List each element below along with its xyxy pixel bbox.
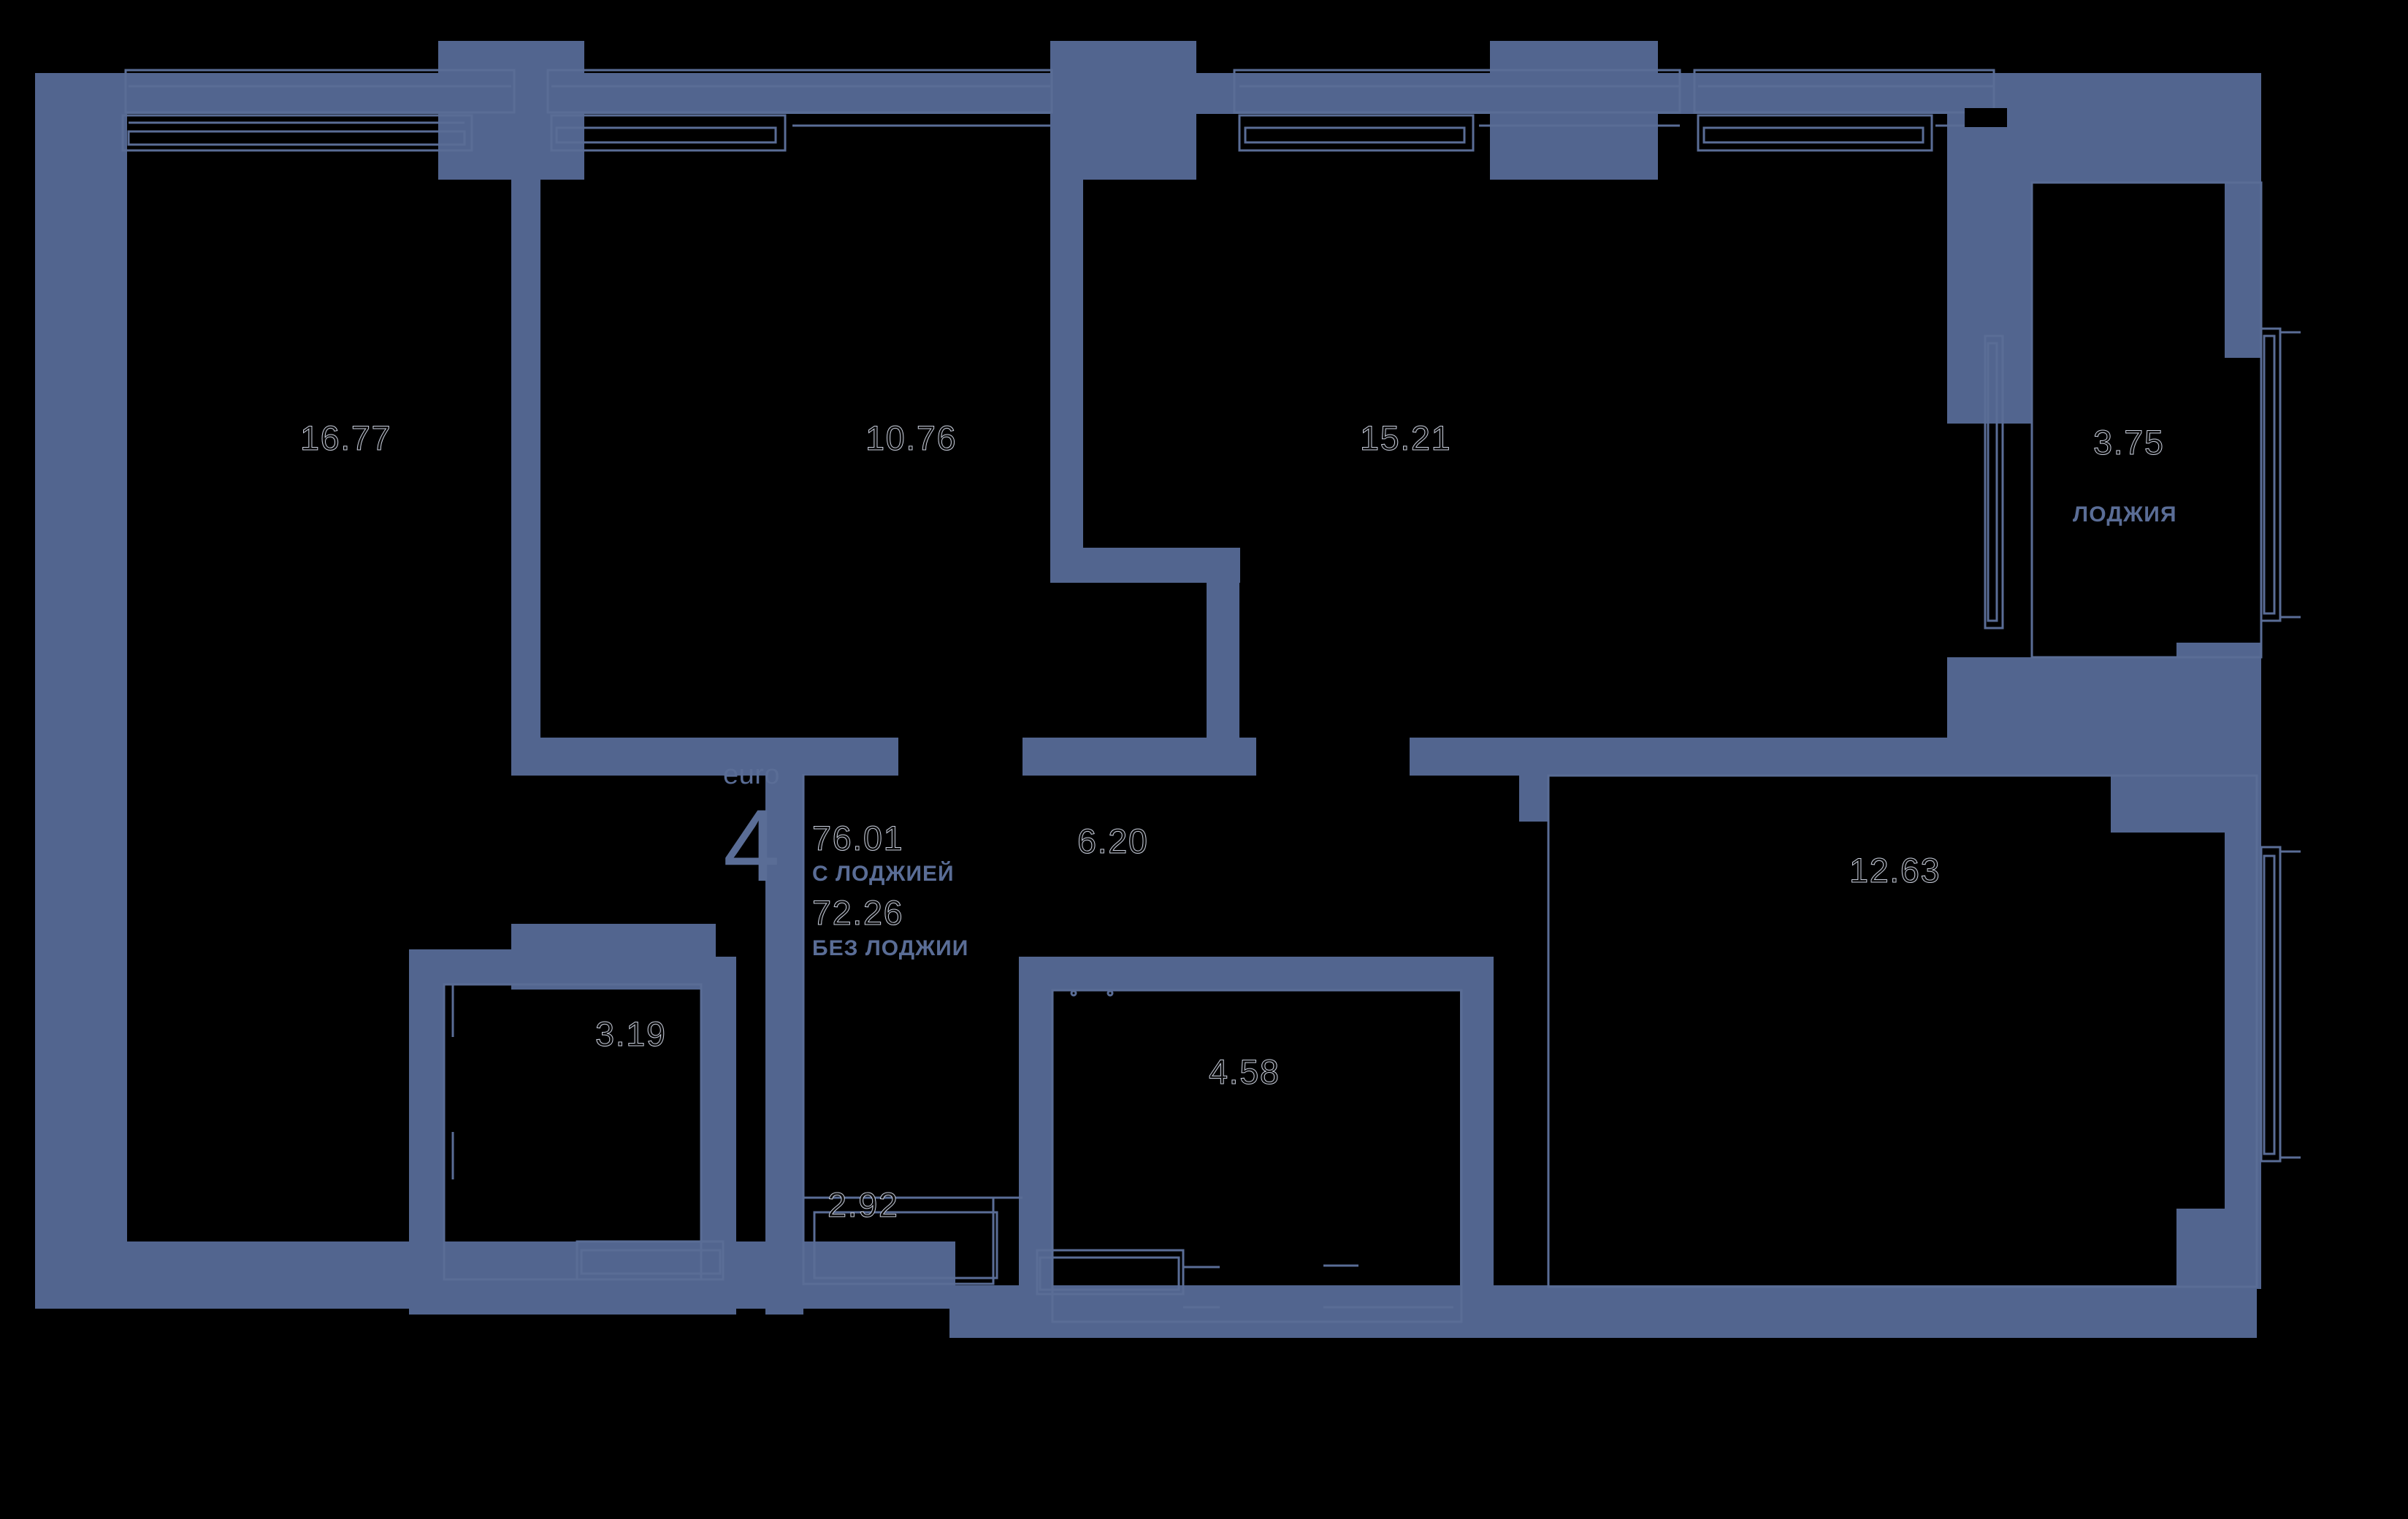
- window-top-2: [546, 69, 1053, 152]
- room-area-3-75: 3.75: [2092, 423, 2165, 462]
- total-area-without-loggia-caption: БЕЗ ЛОДЖИИ: [812, 936, 969, 960]
- room-area-2-92: 2.92: [827, 1185, 899, 1225]
- door-entry-marker: [1965, 108, 2007, 127]
- room-name-loggia: ЛОДЖИЯ: [2073, 502, 2177, 527]
- room-inner-outlines: [443, 181, 2263, 1323]
- window-top-1: [121, 69, 516, 152]
- rooms-count: 4: [723, 788, 780, 903]
- window-loggia-left-glazing: [1984, 334, 2004, 630]
- room-area-3-19: 3.19: [595, 1014, 667, 1054]
- exterior-walls: [35, 41, 2261, 1338]
- interior-walls: [409, 180, 2261, 1322]
- room-area-16-77: 16.77: [299, 418, 392, 458]
- total-area-with-loggia: 76.01: [811, 819, 904, 858]
- room-area-10-76: 10.76: [865, 418, 958, 458]
- total-area-with-loggia-caption: С ЛОДЖИЕЙ: [812, 862, 955, 886]
- total-area-without-loggia: 72.26: [811, 893, 904, 933]
- window-loggia-right-upper: [2260, 327, 2301, 622]
- window-top-3: [1233, 69, 1681, 152]
- euro-label: euro: [723, 760, 781, 790]
- room-area-6-20: 6.20: [1077, 822, 1149, 861]
- window-loggia-right-lower: [2260, 846, 2301, 1163]
- room-area-12-63: 12.63: [1849, 851, 1941, 890]
- room-area-4-58: 4.58: [1208, 1052, 1280, 1092]
- room-area-15-21: 15.21: [1359, 418, 1452, 458]
